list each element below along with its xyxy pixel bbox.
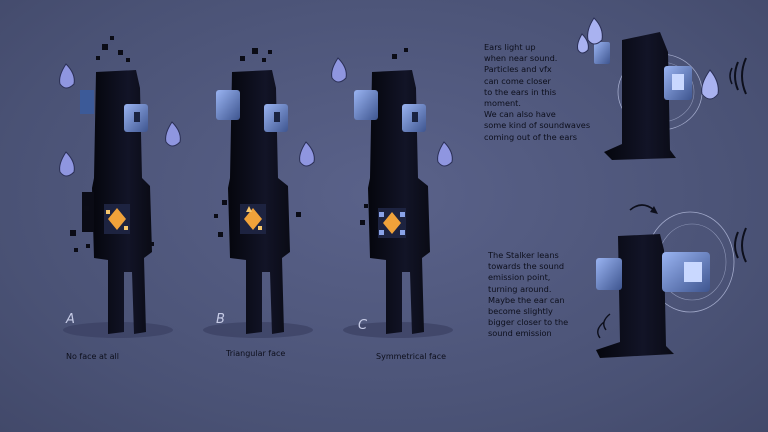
variant-letter-b: B bbox=[216, 312, 225, 327]
figure-b bbox=[203, 48, 315, 338]
figure-a bbox=[59, 36, 181, 338]
caption-no-face: No face at all bbox=[66, 352, 119, 361]
figure-c-left-ear bbox=[354, 90, 378, 120]
figure-b-body bbox=[228, 70, 290, 334]
variant-letter-c: C bbox=[358, 318, 368, 333]
caption-symmetrical-face: Symmetrical face bbox=[376, 352, 447, 361]
flame-particles bbox=[59, 63, 181, 177]
variant-letter-a: A bbox=[66, 312, 75, 327]
caption-triangular-face: Triangular face bbox=[226, 349, 286, 358]
ear-glow-sketch bbox=[577, 17, 747, 160]
note-stalker-leans: The Stalker leans towards the sound emis… bbox=[488, 250, 569, 339]
figure-b-core bbox=[240, 204, 266, 234]
figure-a-body bbox=[92, 70, 152, 334]
figure-c-body bbox=[368, 70, 430, 334]
figure-c bbox=[331, 48, 453, 338]
note-ears-light-up: Ears light up when near sound. Particles… bbox=[484, 42, 591, 142]
figure-a-core bbox=[104, 204, 130, 234]
lean-sketch bbox=[596, 204, 747, 358]
figure-a-left-ear bbox=[80, 90, 94, 114]
figure-b-left-ear bbox=[216, 90, 240, 120]
figure-c-core bbox=[378, 208, 406, 238]
